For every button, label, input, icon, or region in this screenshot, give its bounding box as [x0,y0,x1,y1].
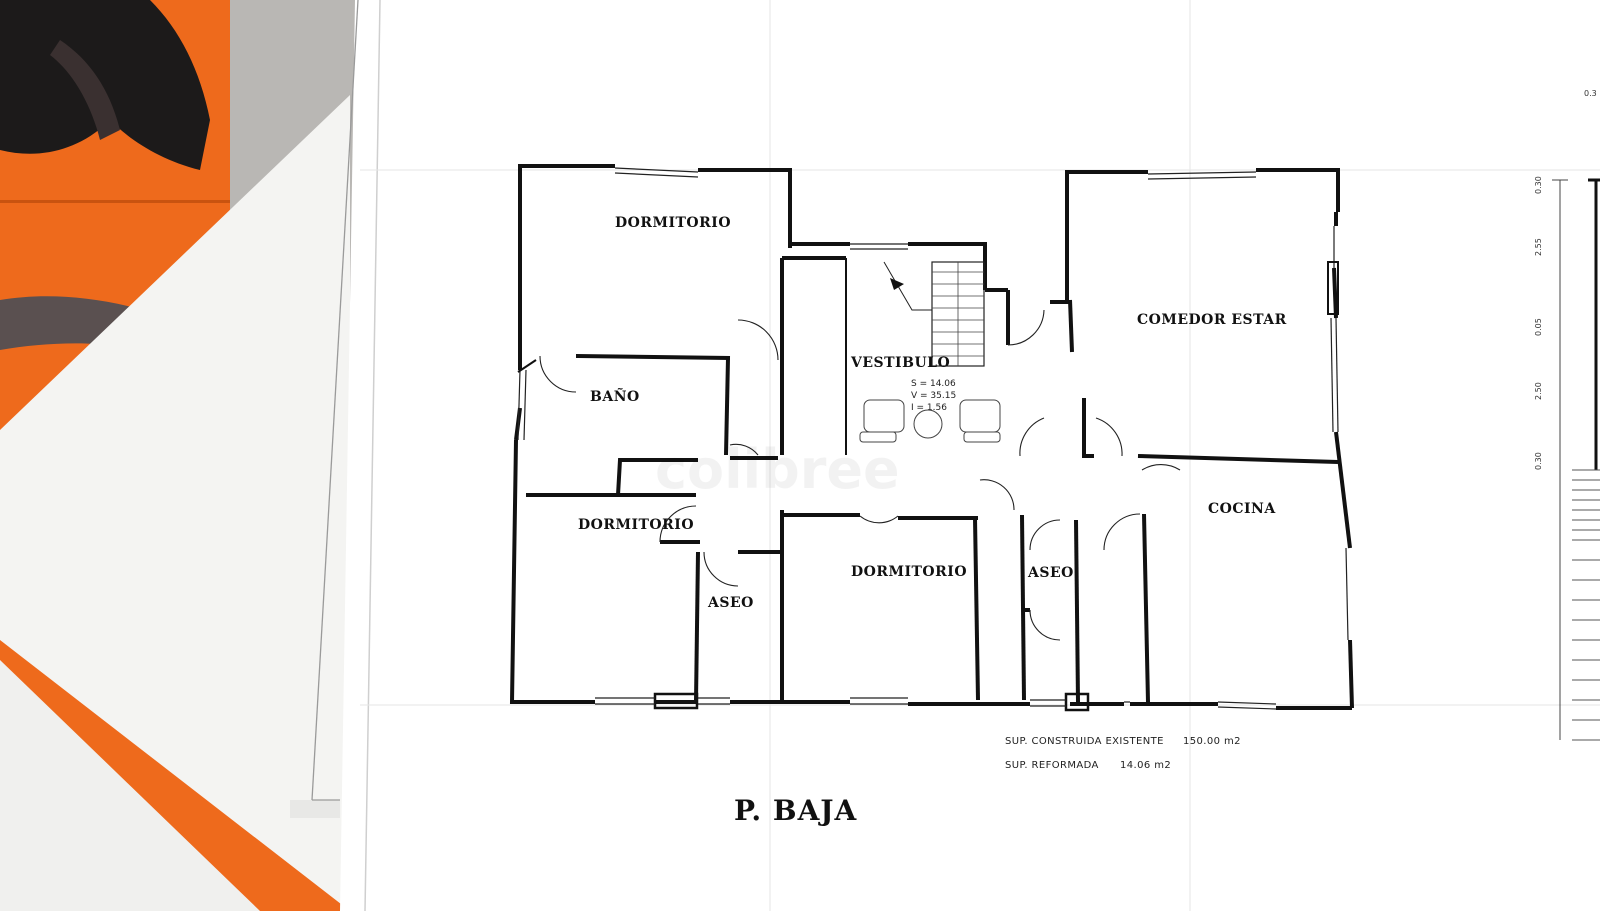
label-bano: BAÑO [590,386,640,405]
corner-mark: 0.3 [1584,89,1597,98]
dim-5: 0.30 [1534,452,1543,470]
stat-v: V = 35.15 [911,391,956,401]
plan-title: P. BAJA [734,794,858,827]
surface-notes: SUP. CONSTRUIDA EXISTENTE 150.00 m2 SUP.… [1005,736,1241,771]
dim-3: 0.05 [1534,318,1543,336]
folded-sheet [0,95,350,911]
label-comedor-estar: COMEDOR ESTAR [1137,312,1287,328]
label-dormitorio-mid: DORMITORIO [851,564,967,580]
vestibulo-stats: S = 14.06 V = 35.15 I = 1.56 [911,379,956,413]
label-cocina: COCINA [1208,501,1276,517]
stat-i: I = 1.56 [911,403,947,413]
label-vestibulo: VESTIBULO [850,355,950,371]
watermark-logo: colibree [655,438,900,501]
dim-1: 0.30 [1534,176,1543,194]
dim-2: 2.55 [1534,238,1543,256]
outer-walls [509,164,1354,710]
paper-sheet [311,0,1600,911]
note-sup-reformada: SUP. REFORMADA [1005,760,1099,771]
stat-s: S = 14.06 [911,379,956,389]
note-sup-construida-value: 150.00 m2 [1183,736,1241,747]
note-sup-construida: SUP. CONSTRUIDA EXISTENTE [1005,736,1164,747]
section-elevation: 0.30 2.55 0.05 2.50 0.30 0.3 [1534,89,1600,741]
dim-4: 2.50 [1534,382,1543,400]
door-swings [539,309,1181,641]
label-aseo-right: ASEO [1027,565,1074,581]
vestibulo-furniture [859,399,1001,443]
windows [517,167,1349,712]
note-sup-reformada-value: 14.06 m2 [1120,760,1171,771]
interior-walls [517,256,1339,703]
label-dormitorio-top: DORMITORIO [615,215,731,231]
room-labels: DORMITORIO BAÑO VESTIBULO COMEDOR ESTAR … [578,215,1287,611]
background-photo [0,0,360,911]
staircase [883,261,985,367]
label-dormitorio-left: DORMITORIO [578,517,694,533]
label-aseo-left: ASEO [707,595,754,611]
floor-plan: DORMITORIO BAÑO VESTIBULO COMEDOR ESTAR … [509,164,1354,712]
